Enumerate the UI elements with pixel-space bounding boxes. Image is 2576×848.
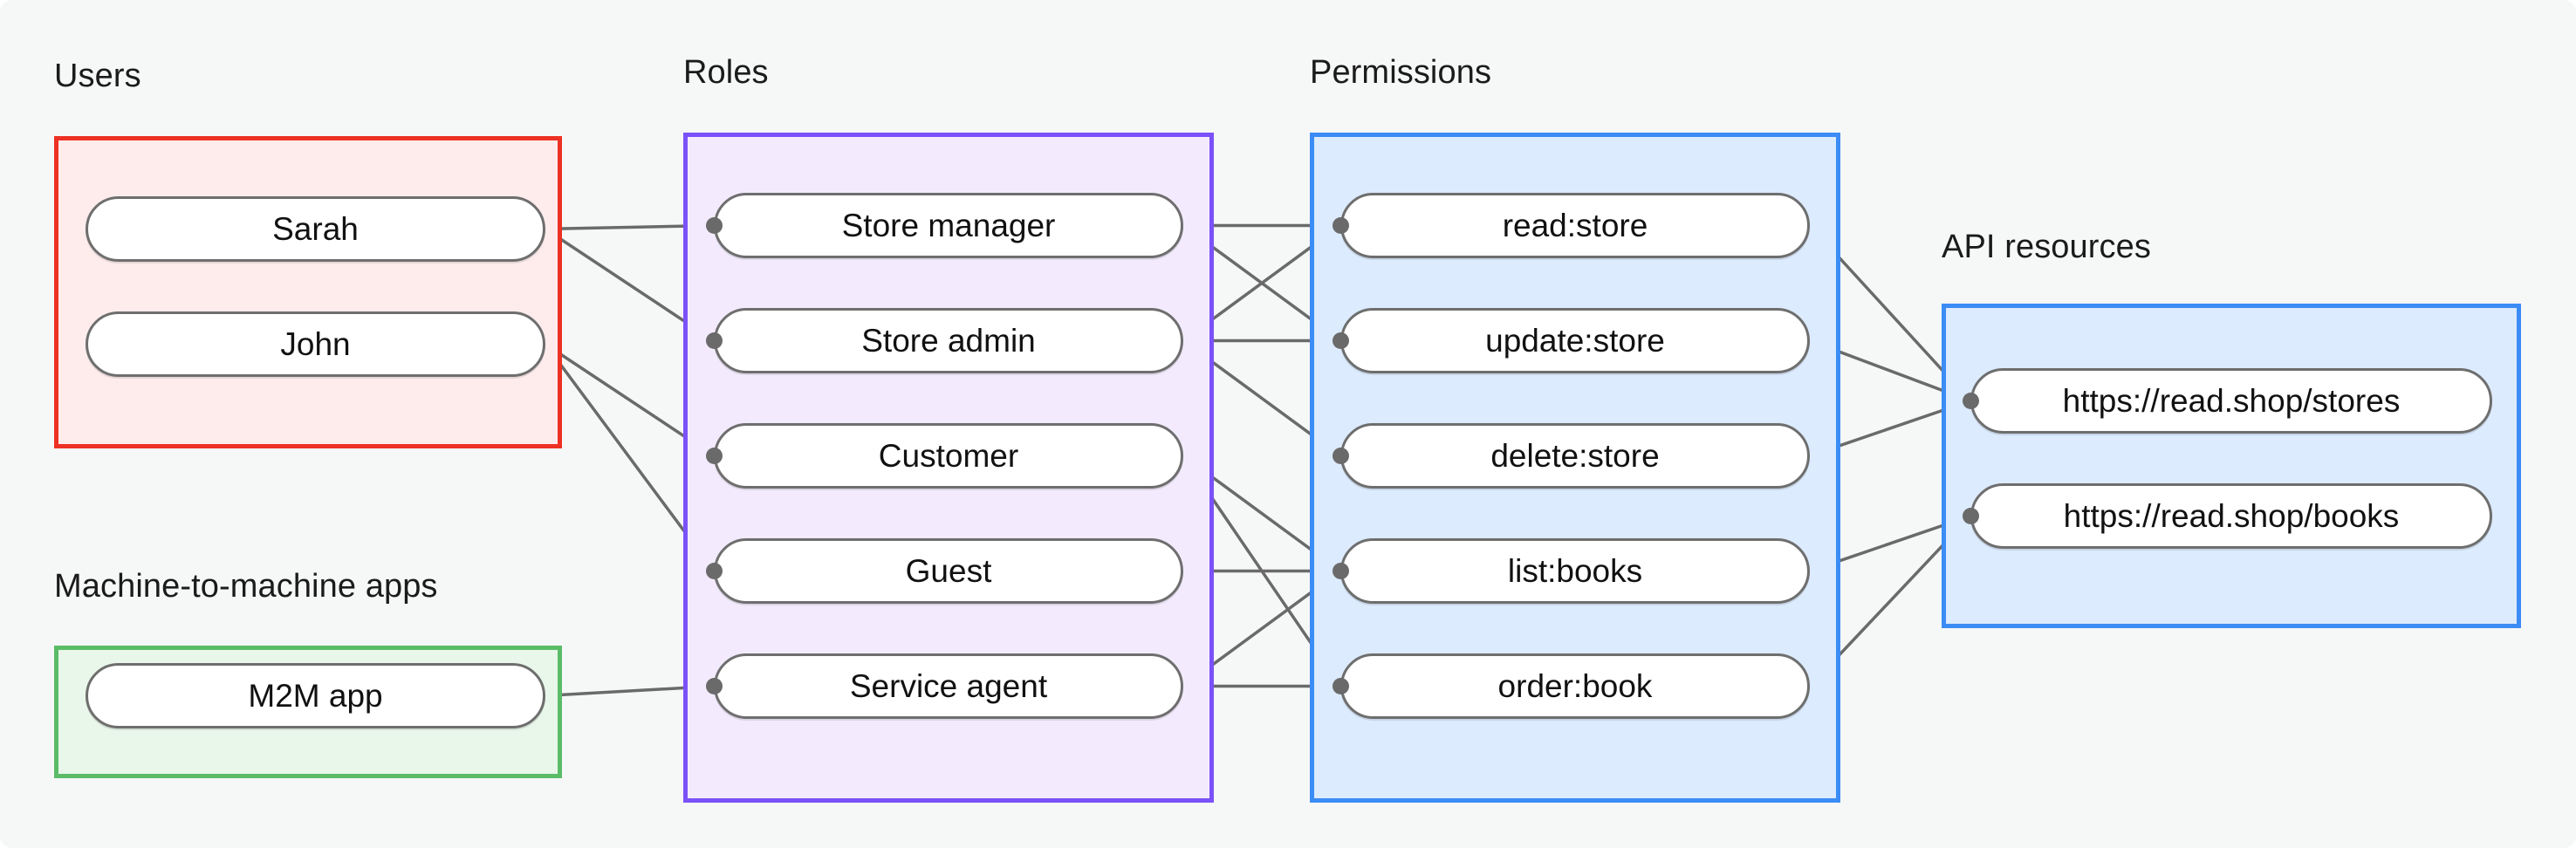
node-label-delete_store: delete:store	[1490, 437, 1660, 474]
node-label-list_books: list:books	[1507, 552, 1643, 589]
connector-dot-update_store	[1332, 332, 1349, 349]
node-res_stores[interactable]: https://read.shop/stores	[1970, 368, 2492, 434]
group-label-m2m: Machine-to-machine apps	[54, 568, 438, 605]
node-label-res_books: https://read.shop/books	[2063, 497, 2400, 534]
connector-dot-guest	[705, 563, 723, 579]
node-label-order_book: order:book	[1497, 667, 1653, 704]
group-label-roles: Roles	[683, 54, 769, 91]
node-order_book[interactable]: order:book	[1340, 653, 1810, 719]
node-label-store_manager: Store manager	[841, 207, 1056, 243]
node-store_admin[interactable]: Store admin	[714, 308, 1183, 373]
connector-dot-res_stores	[1962, 393, 1979, 409]
node-label-store_admin: Store admin	[861, 322, 1036, 359]
node-label-m2mapp: M2M app	[248, 677, 383, 714]
node-res_books[interactable]: https://read.shop/books	[1970, 483, 2492, 549]
connector-dot-customer	[705, 448, 723, 464]
connector-dot-service_agent	[705, 678, 723, 694]
node-label-john: John	[280, 325, 351, 362]
node-label-update_store: update:store	[1485, 322, 1665, 359]
node-read_store[interactable]: read:store	[1340, 193, 1810, 258]
node-label-sarah: Sarah	[272, 210, 359, 247]
connector-dot-store_manager	[705, 217, 723, 234]
node-customer[interactable]: Customer	[714, 423, 1183, 489]
group-label-users: Users	[54, 58, 141, 94]
node-update_store[interactable]: update:store	[1340, 308, 1810, 373]
node-sarah[interactable]: Sarah	[86, 196, 545, 262]
node-guest[interactable]: Guest	[714, 538, 1183, 604]
node-m2mapp[interactable]: M2M app	[86, 663, 545, 728]
connector-dot-store_admin	[705, 332, 723, 349]
connector-dot-res_books	[1962, 508, 1979, 524]
node-label-guest: Guest	[905, 552, 992, 589]
node-service_agent[interactable]: Service agent	[714, 653, 1183, 719]
node-label-res_stores: https://read.shop/stores	[2062, 382, 2401, 419]
node-delete_store[interactable]: delete:store	[1340, 423, 1810, 489]
group-label-api: API resources	[1942, 229, 2151, 265]
node-label-read_store: read:store	[1502, 207, 1648, 243]
node-john[interactable]: John	[86, 311, 545, 377]
group-label-permissions: Permissions	[1310, 54, 1492, 91]
node-label-service_agent: Service agent	[849, 667, 1048, 704]
node-list_books[interactable]: list:books	[1340, 538, 1810, 604]
group-box-api	[1942, 304, 2521, 628]
connector-dot-read_store	[1332, 217, 1349, 234]
node-store_manager[interactable]: Store manager	[714, 193, 1183, 258]
connector-dot-list_books	[1332, 563, 1349, 579]
connector-dot-delete_store	[1332, 448, 1349, 464]
node-label-customer: Customer	[878, 437, 1019, 474]
group-box-users	[54, 136, 562, 448]
connector-dot-order_book	[1332, 678, 1349, 694]
